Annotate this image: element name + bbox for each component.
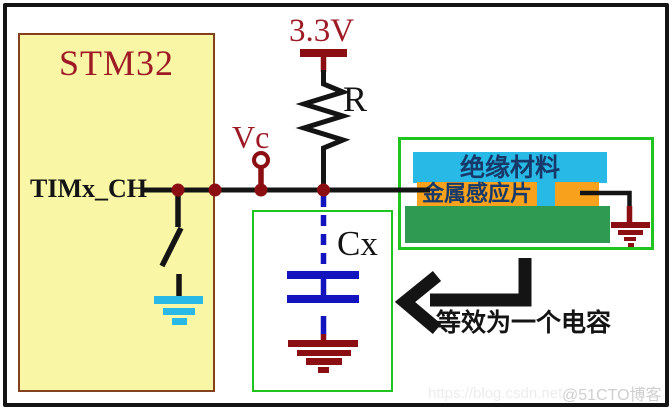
pcb-layer: [405, 206, 610, 243]
insulation-label: 绝缘材料: [459, 153, 560, 182]
cx-label: Cx: [337, 224, 378, 263]
insulation-layer: 绝缘材料: [413, 152, 607, 183]
stm32-title: STM32: [58, 43, 175, 83]
resistor-label: R: [343, 79, 368, 119]
dielectric-gap: [537, 182, 555, 207]
sensor-stack-box: 绝缘材料 金属感应片: [398, 137, 654, 250]
vc-label: Vc: [232, 119, 270, 155]
equivalent-caption: 等效为一个电容: [436, 308, 612, 337]
metal-pad-right: [555, 182, 599, 207]
supply-3v3-label: 3.3V: [289, 13, 355, 49]
stm32-box: [18, 33, 215, 392]
metal-pad-label: 金属感应片: [421, 182, 532, 207]
pin-label-timx-ch: TIMx_CH: [30, 174, 147, 203]
watermark-handle: @51CTO博客: [562, 387, 662, 404]
image-frame: [3, 3, 669, 407]
watermark-url: https://blog.csdn.net: [428, 385, 563, 402]
metal-pad-left: 金属感应片: [417, 182, 537, 207]
